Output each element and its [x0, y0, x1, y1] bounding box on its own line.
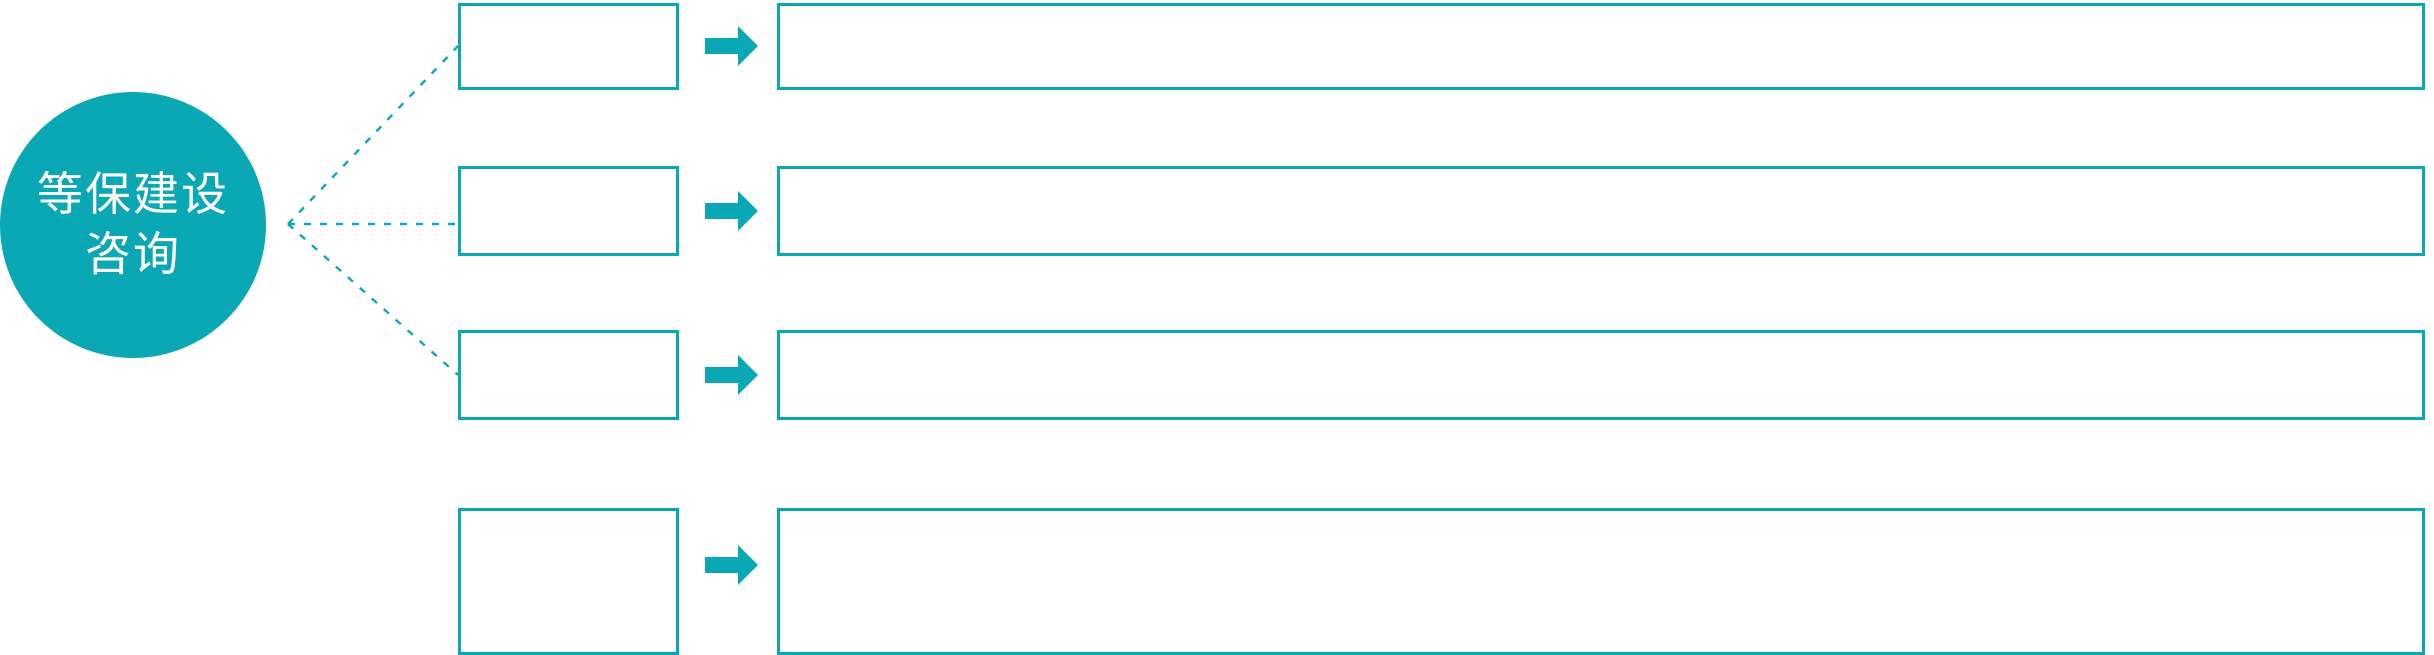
arrow-right-icon [705, 26, 758, 66]
left-box-3[interactable] [458, 330, 679, 420]
left-box-2[interactable] [458, 166, 679, 256]
arrow-right-icon [705, 355, 758, 395]
left-box-4[interactable] [458, 508, 679, 655]
right-box-2[interactable] [777, 166, 2425, 256]
arrow-right-icon [705, 545, 758, 585]
right-box-1[interactable] [777, 3, 2425, 90]
left-box-1[interactable] [458, 3, 679, 90]
hub-circle[interactable]: 等保建设 咨询 [0, 92, 266, 358]
right-box-4[interactable] [777, 508, 2425, 655]
right-box-3[interactable] [777, 330, 2425, 420]
hub-label: 等保建设 咨询 [37, 168, 229, 280]
connector-line-3 [287, 223, 459, 376]
arrow-right-icon [705, 191, 758, 231]
connector-line-1 [287, 45, 459, 225]
